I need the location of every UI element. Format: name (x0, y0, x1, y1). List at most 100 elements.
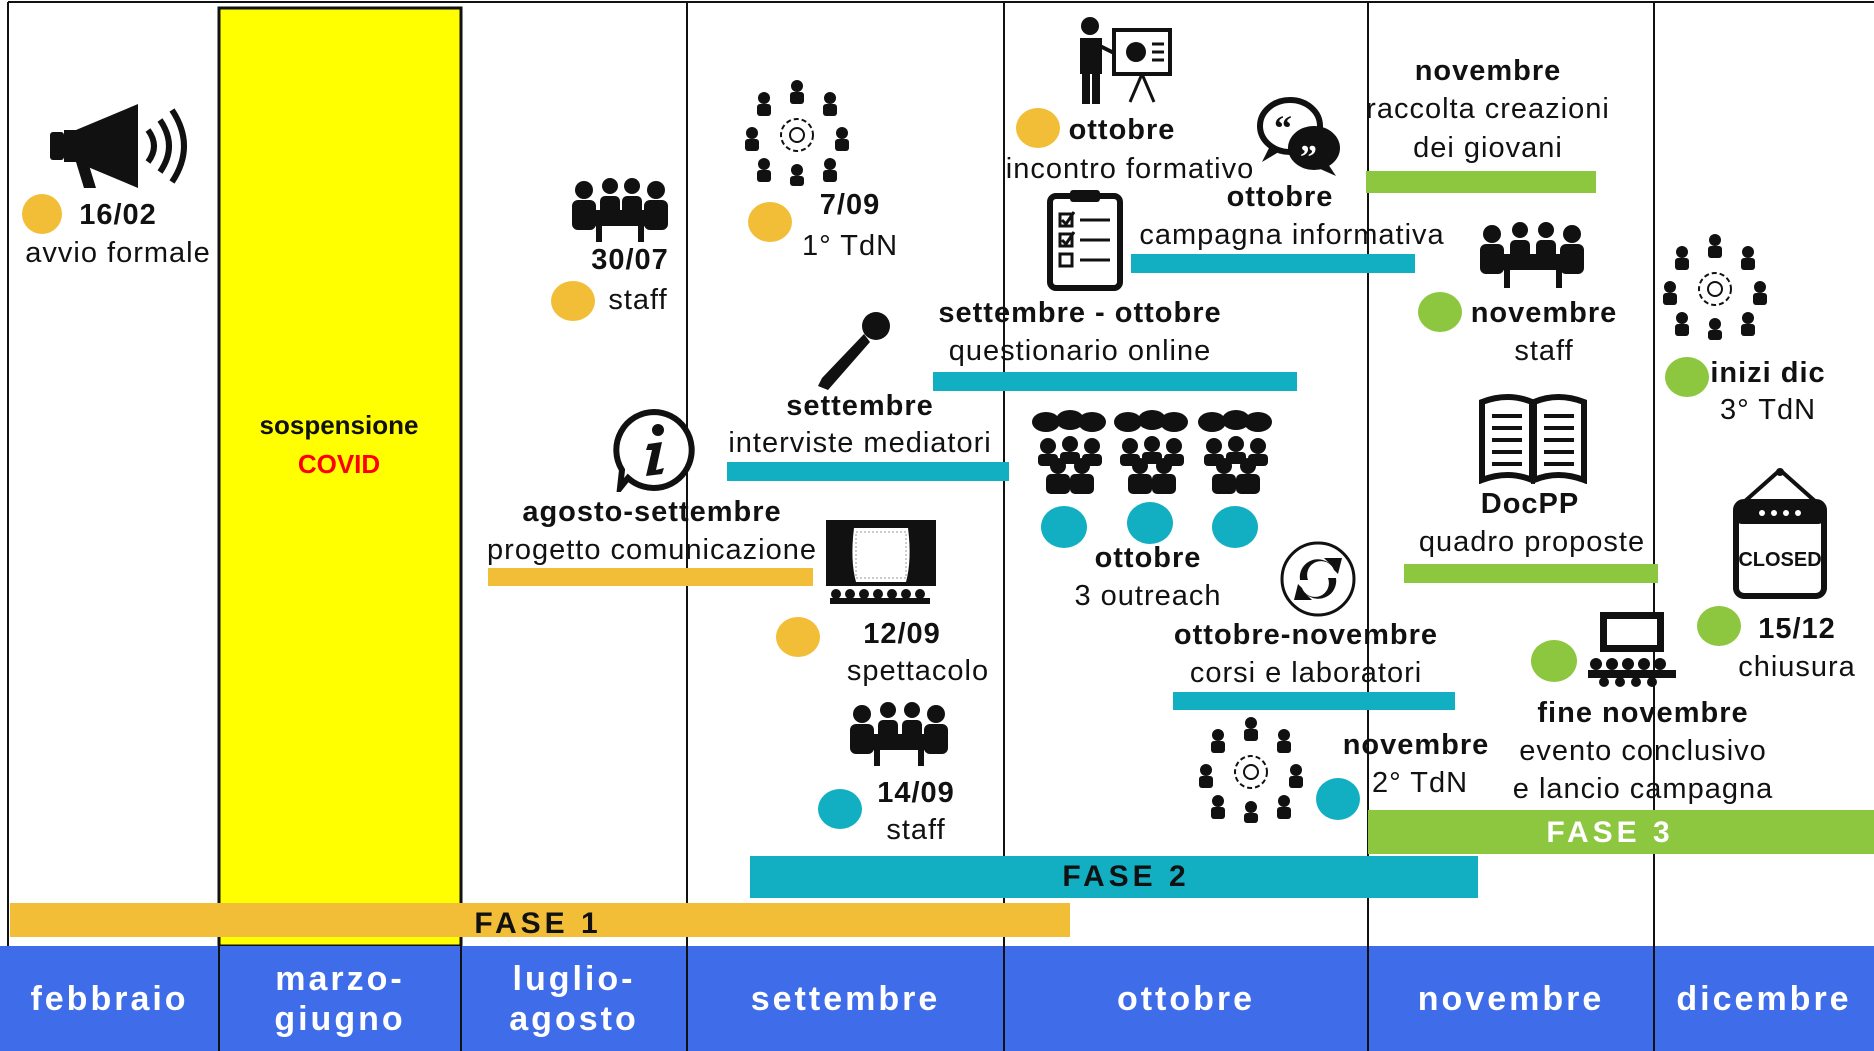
raccolta-date: novembre (1414, 55, 1562, 87)
corsi-label: corsi e laboratori (1189, 657, 1423, 689)
spettacolo-label: spettacolo (846, 655, 990, 687)
month-dicembre: dicembre (1676, 979, 1852, 1018)
staff-3007-label: staff (608, 284, 668, 316)
event-dot (748, 202, 792, 242)
staff-1409-date: 14/09 (877, 777, 955, 809)
month-novembre: novembre (1417, 979, 1605, 1018)
event-dot (818, 789, 862, 829)
formativo-date: ottobre (1068, 114, 1176, 146)
docpp-bar (1404, 564, 1658, 583)
event-dot (551, 281, 595, 321)
raccolta-label2: dei giovani (1413, 132, 1563, 164)
staff-nov-date: novembre (1470, 297, 1618, 329)
evento-date: fine novembre (1537, 697, 1749, 729)
questionario-date: settembre - ottobre (938, 297, 1222, 329)
crowd-discussion-icon (1114, 410, 1188, 494)
chiusura-label: chiusura (1738, 651, 1856, 683)
fase2-label: FASE 2 (1062, 860, 1190, 893)
raccolta-label1: raccolta creazioni (1366, 93, 1610, 125)
months-band (0, 946, 1874, 1051)
questionario-bar (933, 372, 1297, 391)
staff-3007-date: 30/07 (591, 244, 669, 276)
questionario-label: questionario online (948, 335, 1212, 367)
event-dot (1041, 506, 1087, 548)
docpp-label: quadro proposte (1418, 526, 1646, 558)
checklist-icon (1047, 190, 1123, 291)
month-marzo-giugno: marzo- giugno (274, 959, 406, 1038)
fase3-bar (1368, 810, 1874, 854)
docpp-date: DocPP (1480, 488, 1580, 520)
svg-text:”: ” (1300, 139, 1317, 176)
event-dot (1316, 778, 1360, 820)
campagna-bar (1131, 254, 1415, 273)
network-gear-icon (1663, 234, 1767, 340)
tdn1-date: 7/09 (819, 189, 881, 221)
event-dot (1531, 640, 1577, 682)
presenter-icon (1080, 17, 1172, 104)
open-book-icon (1479, 394, 1587, 484)
evento-label1: evento conclusivo (1519, 735, 1767, 767)
avvio-date: 16/02 (79, 199, 157, 231)
info-icon (613, 408, 695, 492)
corsi-date: ottobre-novembre (1173, 619, 1439, 651)
month-luglio-agosto: luglio- agosto (509, 959, 639, 1038)
fase1-bar (10, 903, 1070, 937)
event-dot (1697, 606, 1741, 646)
avvio-label: avvio formale (25, 237, 211, 269)
month-ottobre: ottobre (1116, 979, 1256, 1018)
tdn1-label: 1° TdN (801, 230, 899, 262)
staff-1409-label: staff (886, 814, 946, 846)
campagna-label: campagna informativa (1139, 219, 1445, 251)
interviste-date: settembre (786, 390, 934, 422)
event-dot (22, 194, 62, 234)
theater-stage-icon (826, 520, 936, 604)
meeting-table-icon (1480, 222, 1584, 288)
outreach-date: ottobre (1094, 542, 1202, 574)
evento-label2: e lancio campagna (1512, 773, 1774, 805)
outreach-label: 3 outreach (1074, 580, 1222, 612)
network-gear-icon (1199, 717, 1303, 823)
event-dot (1665, 357, 1709, 397)
month-settembre: settembre (750, 979, 941, 1018)
event-dot (1212, 506, 1258, 548)
interviste-label: interviste mediatori (728, 427, 992, 459)
covid-column (217, 6, 463, 948)
staff-nov-label: staff (1514, 335, 1574, 367)
event-dot (776, 617, 820, 657)
month-febbraio: febbraio (30, 979, 189, 1018)
recycle-arrows-icon (1280, 541, 1356, 617)
formativo-label: incontro formativo (1005, 153, 1255, 185)
fase1-label: FASE 1 (474, 907, 602, 940)
fase2-bar (750, 856, 1478, 898)
corsi-bar (1173, 692, 1455, 710)
fase3-label: FASE 3 (1546, 816, 1674, 849)
crowd-discussion-icon (1198, 410, 1272, 494)
tdn2-label: 2° TdN (1371, 767, 1469, 799)
meeting-table-icon (572, 178, 668, 242)
tdn3-date: inizi dic (1710, 357, 1826, 389)
comunicazione-label: progetto comunicazione (487, 534, 817, 566)
network-gear-icon (745, 80, 849, 186)
comunicazione-bar (488, 568, 813, 586)
covid-line1: sospensione (259, 410, 419, 440)
chiusura-date: 15/12 (1758, 613, 1836, 645)
event-dot (1418, 292, 1462, 332)
svg-text:“: “ (1274, 108, 1292, 148)
meeting-table-icon (850, 702, 948, 766)
microphone-icon (818, 312, 890, 390)
tdn2-date: novembre (1342, 729, 1490, 761)
spettacolo-date: 12/09 (863, 618, 941, 650)
closed-sign-icon: CLOSED (1733, 468, 1827, 599)
raccolta-bar (1366, 171, 1596, 193)
campagna-date: ottobre (1226, 181, 1334, 213)
covid-line2: COVID (297, 449, 381, 479)
tdn3-label: 3° TdN (1719, 394, 1817, 426)
crowd-discussion-icon (1032, 410, 1106, 494)
megaphone-icon (50, 104, 187, 188)
audience-screen-icon (1588, 612, 1676, 687)
closed-sign-text: CLOSED (1738, 549, 1821, 571)
interviste-bar (727, 462, 1009, 481)
speech-bubbles-icon: “ ” (1257, 97, 1340, 176)
